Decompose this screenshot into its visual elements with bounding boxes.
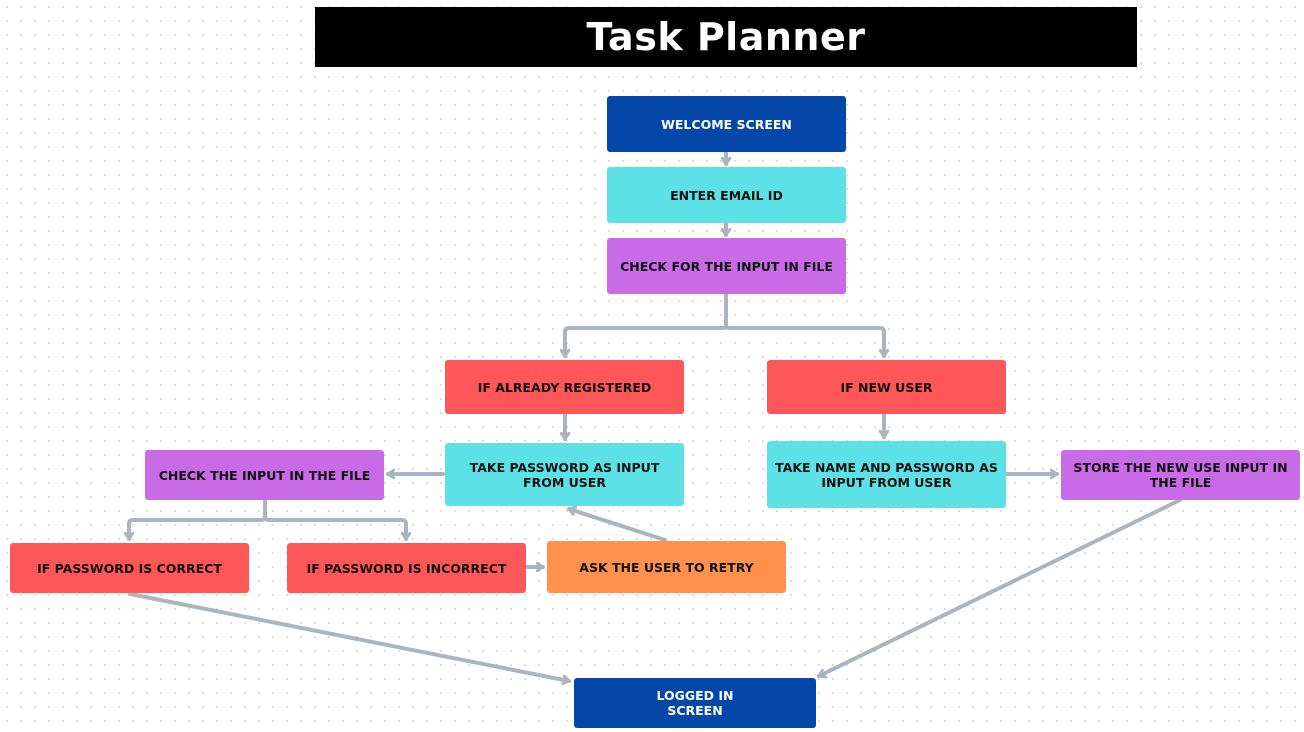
arrow-checkinput-to-correct xyxy=(129,498,267,541)
node-new-user: IF NEW USER xyxy=(767,360,1006,414)
node-password-correct: IF PASSWORD IS CORRECT xyxy=(10,543,249,593)
node-logged-in-screen: LOGGED IN SCREEN xyxy=(574,678,816,728)
node-ask-retry: ASK THE USER TO RETRY xyxy=(547,541,786,593)
node-password-incorrect: IF PASSWORD IS INCORRECT xyxy=(287,543,526,593)
node-take-name-password: TAKE NAME AND PASSWORD AS INPUT FROM USE… xyxy=(767,441,1006,508)
node-already-registered: IF ALREADY REGISTERED xyxy=(445,360,684,414)
diagram-title: Task Planner xyxy=(315,7,1137,67)
node-store-new-user: STORE THE NEW USE INPUT IN THE FILE xyxy=(1061,450,1300,500)
arrow-check-to-registered xyxy=(565,292,728,358)
node-check-input-in-file: CHECK THE INPUT IN THE FILE xyxy=(145,450,384,500)
node-check-input-file: CHECK FOR THE INPUT IN FILE xyxy=(607,238,846,294)
arrow-checkinput-to-incorrect xyxy=(263,514,406,541)
arrow-store-to-loggedin xyxy=(817,498,1182,676)
node-welcome-screen: WELCOME SCREEN xyxy=(607,96,846,152)
arrow-correct-to-loggedin xyxy=(128,592,571,681)
node-enter-email: ENTER EMAIL ID xyxy=(607,167,846,223)
node-take-password: TAKE PASSWORD AS INPUT FROM USER xyxy=(445,443,684,506)
arrow-check-to-newuser xyxy=(724,324,884,358)
arrow-retry-to-password xyxy=(567,509,667,542)
